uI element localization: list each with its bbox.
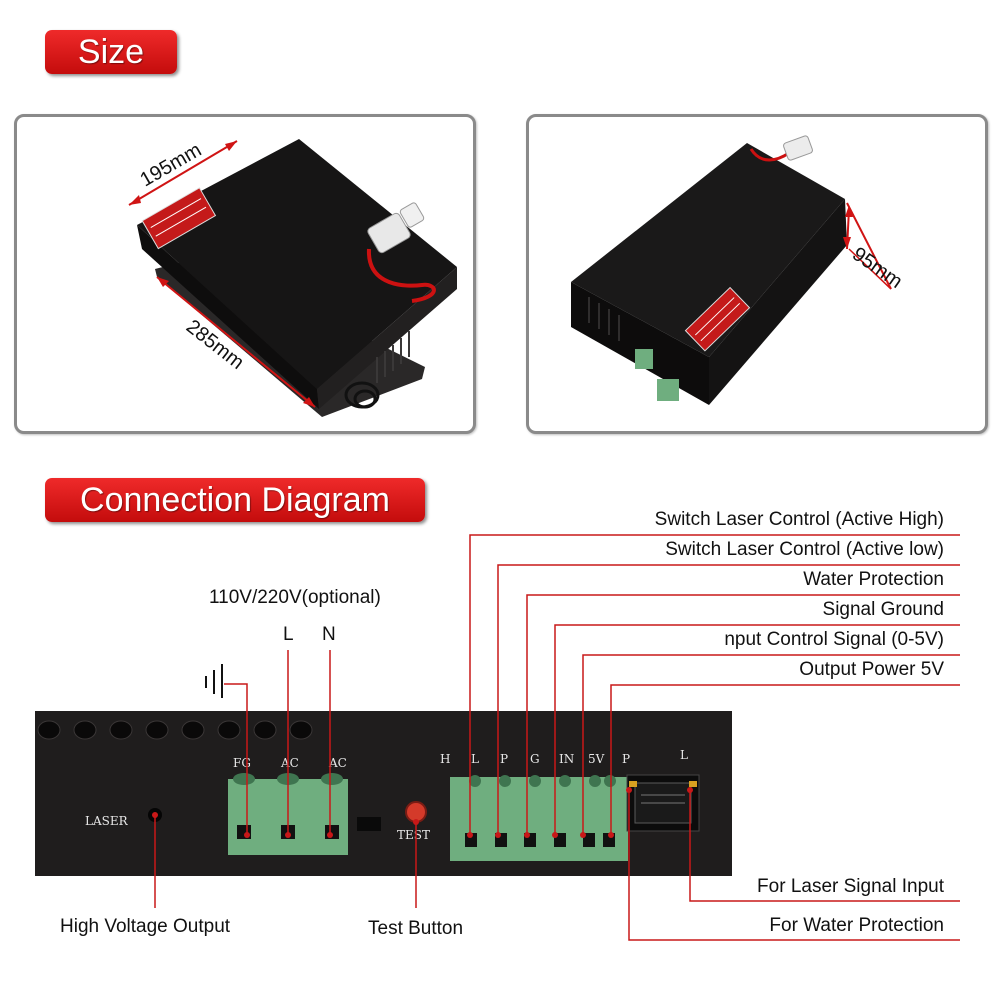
callout-water-protection: Water Protection bbox=[803, 569, 944, 590]
panel-p2-label: P bbox=[622, 752, 630, 766]
hv-connector bbox=[367, 212, 411, 254]
callout-active-low: Switch Laser Control (Active low) bbox=[665, 539, 944, 560]
panel-l2-label: L bbox=[680, 748, 688, 762]
connection-section-title: Connection Diagram bbox=[45, 478, 425, 522]
callout-laser-signal-input: For Laser Signal Input bbox=[757, 876, 944, 897]
panel-in-label: IN bbox=[559, 752, 574, 766]
panel-l-label: L bbox=[471, 752, 479, 766]
ground-icon bbox=[205, 664, 223, 698]
panel-p-label: P bbox=[500, 752, 508, 766]
panel-g-label: G bbox=[530, 752, 540, 766]
size-section-title: Size bbox=[45, 30, 177, 74]
panel-5v-label: 5V bbox=[588, 752, 605, 766]
callout-hv-output: High Voltage Output bbox=[60, 916, 231, 937]
power-supply-panel: LASER FG AC AC TEST H L P G IN 5V P L bbox=[35, 711, 732, 876]
photo-side-view: 95mm bbox=[526, 114, 988, 434]
photo-top-view: 195mm 285mm bbox=[14, 114, 476, 434]
panel-ac2-label: AC bbox=[328, 756, 347, 770]
callout-signal-ground: Signal Ground bbox=[822, 599, 944, 620]
control-terminal-block bbox=[450, 777, 628, 861]
panel-laser-label: LASER bbox=[85, 814, 129, 828]
panel-h-label: H bbox=[440, 752, 450, 766]
panel-test-label: TEST bbox=[397, 828, 430, 842]
callout-active-high: Switch Laser Control (Active High) bbox=[654, 509, 944, 530]
live-label: L bbox=[283, 624, 294, 645]
neutral-label: N bbox=[322, 624, 336, 645]
callout-water-protection-port: For Water Protection bbox=[769, 915, 944, 936]
callout-input-control: nput Control Signal (0-5V) bbox=[724, 629, 944, 650]
callout-test-button: Test Button bbox=[368, 918, 464, 939]
voltage-label: 110V/220V(optional) bbox=[209, 587, 381, 608]
callout-output-5v: Output Power 5V bbox=[799, 659, 944, 680]
box-top bbox=[137, 139, 457, 389]
panel-ac1-label: AC bbox=[280, 756, 299, 770]
